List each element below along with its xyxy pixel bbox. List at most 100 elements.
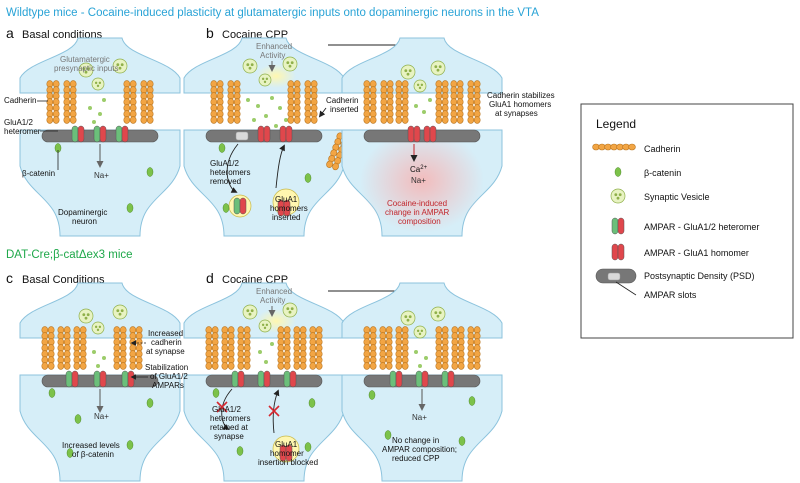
cadherin-bead (467, 116, 475, 124)
panel-letter: a (6, 25, 14, 41)
postsynaptic-neuron (19, 129, 181, 237)
cadherin-bead (146, 116, 154, 124)
vesicle-content (250, 63, 254, 67)
cadherin (395, 80, 403, 124)
vesicle-membrane (91, 321, 105, 335)
ampar-subunit (99, 125, 107, 143)
vesicle-content (614, 193, 618, 197)
vesicle-content (120, 309, 124, 313)
vesicle-content (406, 72, 410, 76)
cadherin-bead (211, 362, 219, 370)
cadherin-bead (315, 362, 323, 370)
beta-catenin (368, 390, 376, 400)
cadherin-bead (441, 362, 449, 370)
ampar-homomer (407, 125, 421, 143)
beta-catenin (146, 398, 154, 408)
vesicle-content (82, 67, 86, 71)
synaptic-vesicle (242, 58, 258, 74)
beta-catenin (236, 446, 244, 456)
cadherin-bead (369, 362, 377, 370)
postsynaptic-neuron (19, 374, 181, 482)
ampar-subunit (71, 125, 79, 143)
glutamate-dot (252, 118, 256, 122)
beta-catenin (66, 448, 74, 458)
label-enhanced: Enhanced (256, 42, 292, 51)
label-neuron: neuron (72, 217, 97, 226)
cadherin (457, 326, 465, 370)
glutamate-dot (264, 114, 268, 118)
calcium-glow (360, 129, 484, 233)
cadherin-bead (210, 116, 218, 124)
label-activity: Activity (260, 51, 285, 60)
cadherin (47, 326, 55, 370)
cadherin-bead (293, 362, 301, 370)
cadherin-bead (52, 116, 60, 124)
glutamate-dot (92, 350, 96, 354)
beta-catenin (126, 203, 134, 213)
vesicle-membrane (413, 79, 427, 93)
vesicle-content (120, 63, 124, 67)
ca-superscript: 2+ (420, 165, 427, 171)
presynaptic-terminal (341, 282, 503, 339)
ampar-homomer (277, 199, 291, 217)
cadherin (293, 80, 301, 124)
cadherin-bead (369, 116, 377, 124)
ampar-homomer (279, 444, 293, 462)
vesicle-content (436, 314, 440, 318)
cadherin-bead (401, 116, 409, 124)
legend-ampar-slot (607, 272, 621, 281)
ampar-heteromer (611, 217, 625, 235)
insertion-arrow (272, 389, 280, 434)
label-glua12: GluA1/2 (4, 118, 33, 127)
vesicle-membrane (430, 60, 446, 76)
ampar-heteromer (257, 370, 271, 388)
beta-catenin (304, 442, 312, 452)
cadherin-bead (309, 362, 317, 370)
cadherin-bead (304, 116, 312, 124)
vesicle-content (418, 332, 422, 336)
vesicle-content (98, 81, 102, 85)
cadherin (140, 80, 148, 124)
glutamate-dot (102, 356, 106, 360)
label-heteromers-removed-1: GluA1/2 (210, 159, 239, 168)
cadherin-bead (379, 362, 387, 370)
vesicle-content (248, 66, 252, 70)
ampar-subunit (279, 125, 287, 143)
cadherin (287, 80, 295, 124)
vesicle-content (98, 325, 102, 329)
vesicle-content (434, 65, 438, 69)
beta-catenin (74, 414, 82, 424)
vesicle-content (118, 66, 122, 70)
ampar-heteromer (93, 125, 107, 143)
cadherin (363, 80, 371, 124)
removal-arrow (221, 388, 233, 431)
vesicle-content (263, 80, 267, 84)
ampar-subunit (77, 125, 85, 143)
cadherin-bead (467, 362, 475, 370)
cadherin (369, 80, 377, 124)
cadherin-bead (451, 362, 459, 370)
synaptic-vesicle (78, 62, 94, 78)
cadherin (379, 326, 387, 370)
cadherin-bead (293, 116, 301, 124)
label-cocaine-change-2: change in AMPAR (385, 208, 450, 217)
panel-letter: d (206, 270, 214, 286)
glutamate-dot (102, 98, 106, 102)
cadherin (221, 326, 229, 370)
vesicle-content (418, 86, 422, 90)
ampar-subunit (421, 370, 429, 388)
glutamate-dot (256, 104, 260, 108)
cadherin-bead (69, 116, 77, 124)
cadherin (380, 80, 388, 124)
block-x-mark (268, 405, 280, 417)
cadherin (227, 326, 235, 370)
cadherin (73, 326, 81, 370)
label-increased-cadherin-1: Increased (148, 329, 183, 338)
cadherin (450, 80, 458, 124)
label-na-d2: Na+ (412, 413, 427, 422)
label-cadherin-inserted: Cadherin (326, 96, 358, 105)
vesicle-content (616, 196, 620, 200)
vesicle-content (416, 83, 420, 87)
cadherin (456, 80, 464, 124)
cadherin (395, 326, 403, 370)
